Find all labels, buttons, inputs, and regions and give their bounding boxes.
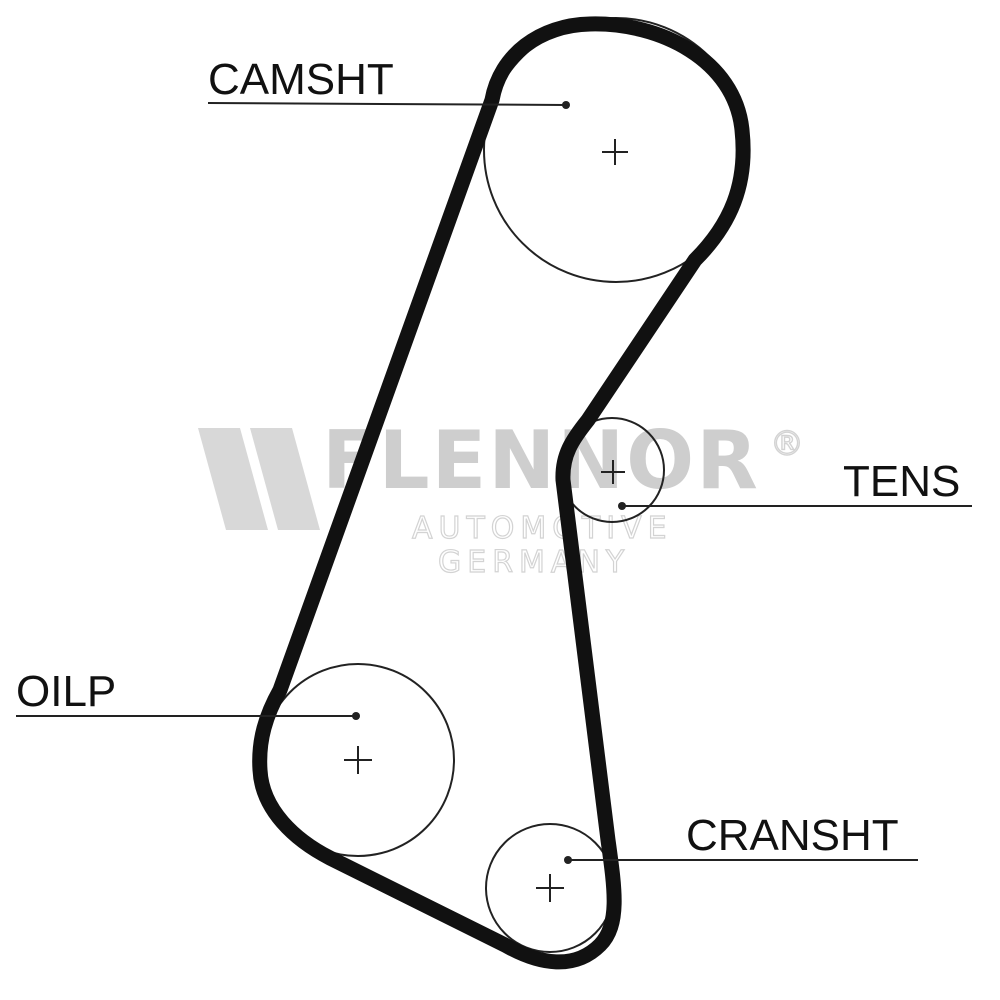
watermark: FLENNOR ® AUTOMOTIVE GERMANY	[198, 414, 805, 581]
oil-pump-center-icon	[344, 746, 372, 774]
crankshaft-label: CRANSHT	[686, 811, 899, 860]
leader-dots	[352, 101, 626, 864]
watermark-registered-mark: ®	[770, 424, 804, 464]
watermark-line-2: GERMANY	[438, 545, 630, 580]
center-marks	[344, 139, 628, 902]
camshaft-leader	[207, 102, 567, 106]
watermark-line-1: AUTOMOTIVE	[412, 511, 673, 546]
camshaft-center-icon	[602, 139, 628, 165]
leader-lines	[16, 102, 972, 861]
timing-belt	[252, 16, 751, 970]
camshaft-label: CAMSHT	[208, 55, 394, 104]
tensioner-center-icon	[601, 460, 625, 484]
tensioner-label: TENS	[843, 457, 960, 506]
watermark-logo-icon	[198, 428, 320, 530]
oil-pump-label: OILP	[16, 667, 116, 716]
crankshaft-center-icon	[536, 874, 564, 902]
watermark-brand: FLENNOR	[322, 414, 760, 507]
